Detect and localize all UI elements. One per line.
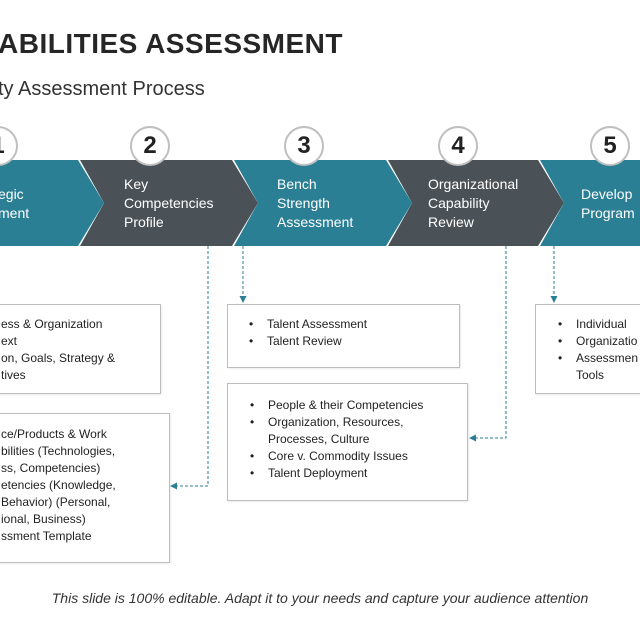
footer-note: This slide is 100% editable. Adapt it to… bbox=[51, 590, 589, 606]
stage-3-label: Bench Strength Assessment bbox=[277, 176, 354, 230]
list-item: ional, Business) bbox=[1, 512, 86, 526]
stage-5-chevron bbox=[540, 160, 640, 246]
stage-5-label: Develop Program bbox=[581, 186, 635, 221]
list-item: tives bbox=[1, 368, 26, 382]
stage-4-chevron bbox=[388, 160, 564, 246]
stage-3-chevron bbox=[234, 160, 412, 246]
stage-1-label: egic ment bbox=[0, 186, 30, 221]
connector-stage4-box4 bbox=[469, 246, 507, 442]
slide-title: ABILITIES ASSESSMENT bbox=[0, 28, 344, 59]
connector-stage2-box2 bbox=[170, 246, 209, 490]
stage-2-number: 2 bbox=[130, 126, 170, 166]
stage-2-details-box: ce/Products & Work bilities (Technologie… bbox=[0, 413, 170, 563]
list-item: Organizatio bbox=[558, 333, 640, 350]
list-item: ss, Competencies) bbox=[1, 461, 101, 475]
stage-5-details-box: Individual Organizatio Assessmen Tools bbox=[535, 304, 640, 394]
stage-5-number: 5 bbox=[590, 126, 630, 166]
stage-2-label: Key Competencies Profile bbox=[124, 176, 214, 230]
stage-4-number: 4 bbox=[438, 126, 478, 166]
list-item: Individual bbox=[558, 316, 640, 333]
list-item: ssment Template bbox=[0, 528, 169, 545]
list-item: Tools bbox=[576, 368, 605, 382]
list-item: Behavior) (Personal, bbox=[1, 495, 111, 509]
list-item: Talent Assessment bbox=[249, 316, 459, 333]
list-item: on, Goals, Strategy & bbox=[0, 350, 160, 367]
stage-1-chevron bbox=[0, 160, 104, 246]
stage-3-details-box: Talent Assessment Talent Review bbox=[227, 304, 460, 368]
list-item: Assessmen bbox=[558, 350, 640, 367]
stage-1-details-box: ess & Organization ext on, Goals, Strate… bbox=[0, 304, 161, 394]
list-item: etencies (Knowledge, bbox=[0, 477, 169, 494]
stage-2-chevron bbox=[80, 160, 258, 246]
list-item: Talent Review bbox=[249, 333, 459, 350]
list-item: Organization, Resources, bbox=[250, 414, 467, 431]
list-item: bilities (Technologies, bbox=[1, 444, 116, 458]
list-item: Processes, Culture bbox=[268, 432, 370, 446]
list-item: ext bbox=[1, 334, 18, 348]
stage-4-label: Organizational Capability Review bbox=[428, 176, 519, 230]
stage-3-number: 3 bbox=[284, 126, 324, 166]
list-item: ce/Products & Work bbox=[0, 426, 169, 443]
list-item: People & their Competencies bbox=[250, 397, 467, 414]
stage-4-details-box: People & their Competencies Organization… bbox=[227, 383, 468, 501]
list-item: ess & Organization bbox=[0, 316, 160, 333]
list-item: Core v. Commodity Issues bbox=[250, 448, 467, 465]
slide-subtitle: ty Assessment Process bbox=[0, 78, 205, 100]
list-item: Talent Deployment bbox=[250, 465, 467, 482]
